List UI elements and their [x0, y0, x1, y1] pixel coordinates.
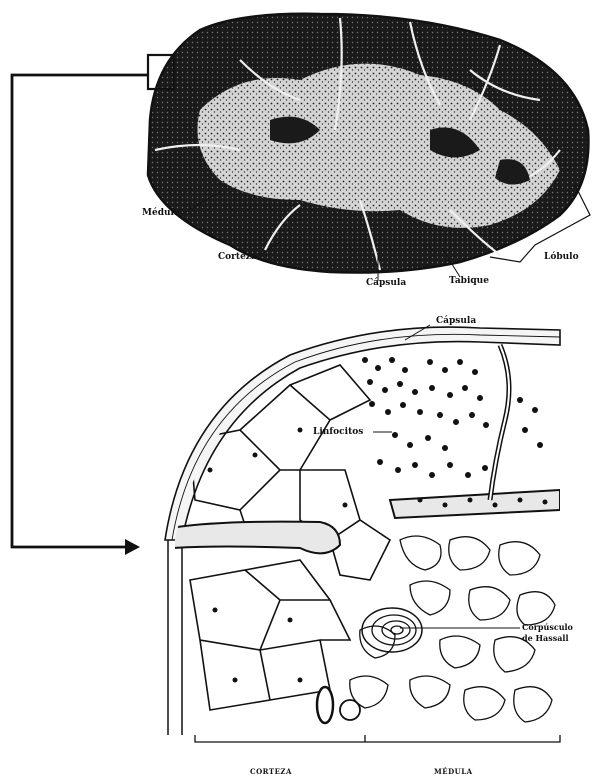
label-linfocitos: Linfocitos: [313, 428, 363, 437]
small-vessel-round: [340, 700, 360, 720]
thymus-section-overview: [148, 14, 588, 273]
label-corteza-bottom: CORTEZA: [250, 768, 292, 775]
connector-arrowhead: [125, 539, 140, 555]
connector-line: [12, 75, 148, 547]
label-corteza: Corteza: [218, 253, 257, 262]
septum-vessel: [170, 522, 340, 554]
label-tabique: Tabique: [449, 277, 489, 286]
label-corpusculo-line2: de Hassall: [522, 634, 568, 642]
label-lobulo: Lóbulo: [544, 253, 579, 262]
label-capsula-bottom: Cápsula: [436, 317, 476, 326]
label-corpusculo-line1: Corpúsculo: [522, 623, 573, 631]
label-medula: Médula: [142, 209, 180, 218]
label-capsula-top: Cápsula: [366, 279, 406, 288]
region-brackets: [195, 735, 560, 742]
lymphocyte-dots: [208, 357, 548, 683]
hassall-corpuscle: [362, 608, 422, 652]
thymus-section-detail: [165, 325, 560, 742]
small-vessel: [317, 687, 333, 723]
label-medula-bottom: MÉDULA: [434, 768, 473, 775]
